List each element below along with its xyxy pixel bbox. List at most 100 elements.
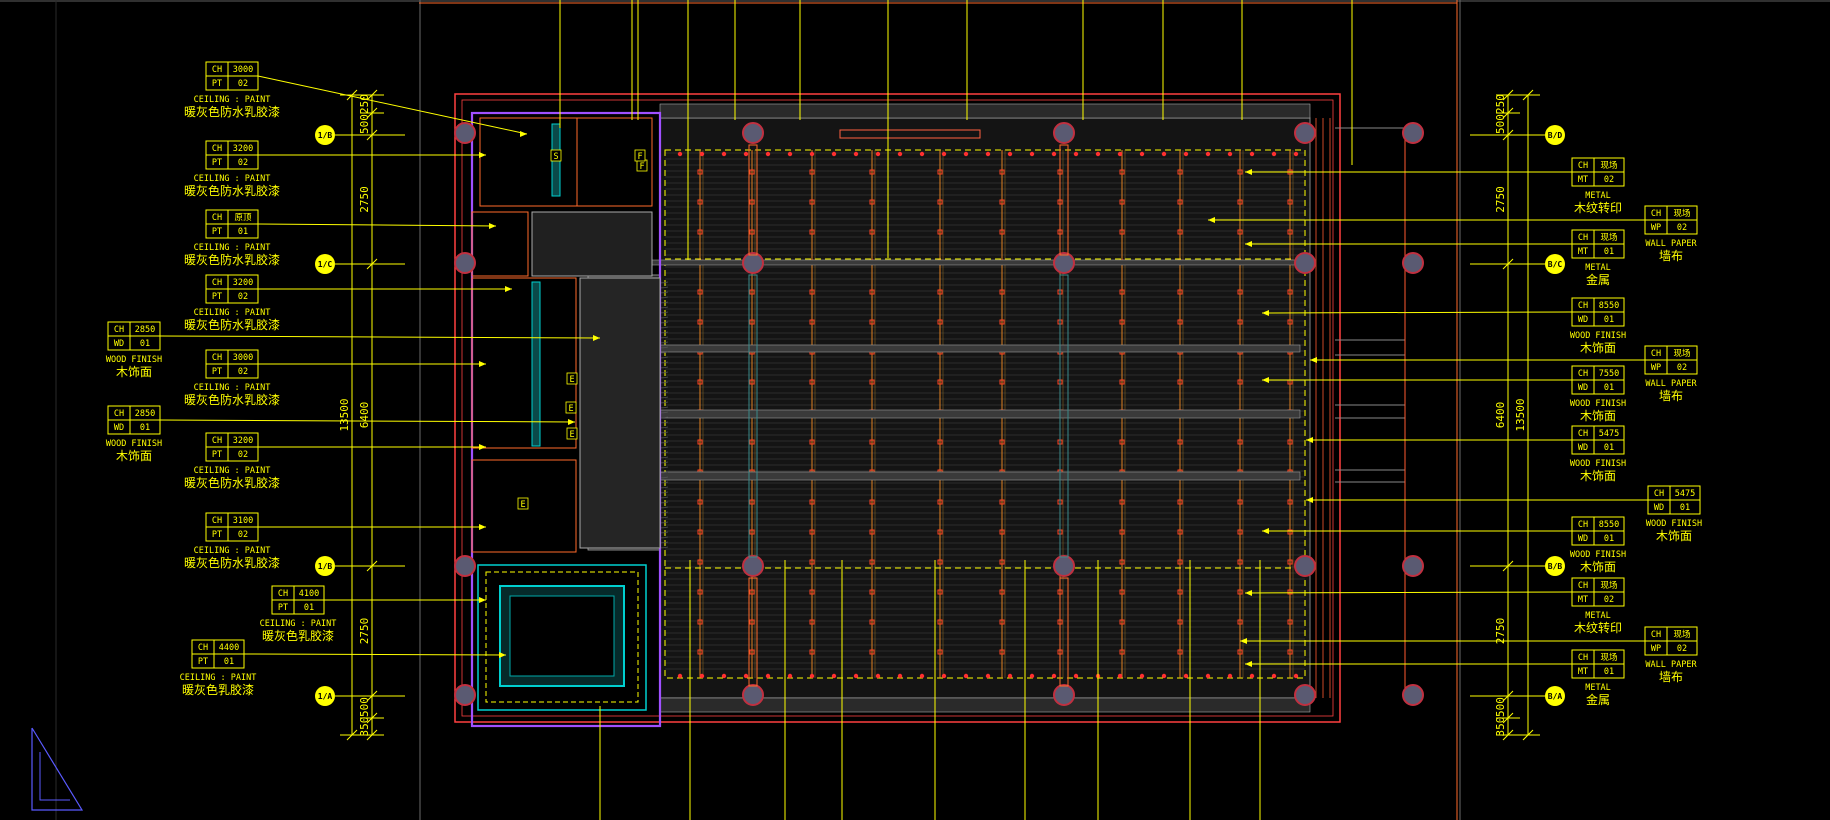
- light-fixture: [999, 289, 1005, 295]
- light-fixture: [937, 169, 943, 175]
- tag-value: 01: [1604, 667, 1614, 677]
- light-fixture: [937, 379, 943, 385]
- tag-arrow: [1310, 357, 1317, 363]
- light-fixture: [809, 439, 815, 445]
- red-marker: [1161, 151, 1167, 157]
- red-marker: [809, 151, 815, 157]
- red-marker: [963, 673, 969, 679]
- tag-value: 3200: [233, 278, 253, 288]
- red-marker: [1007, 151, 1013, 157]
- red-marker: [1117, 673, 1123, 679]
- light-fixture: [869, 379, 875, 385]
- grid-bubble-label: B/B: [1548, 562, 1563, 571]
- tag-material-zh: 暖灰色防水乳胶漆: [184, 555, 280, 570]
- tag-code: PT: [212, 450, 222, 460]
- grid-bubble-icon: [315, 125, 335, 145]
- red-marker: [831, 151, 837, 157]
- red-marker: [1293, 151, 1299, 157]
- tag-value: 01: [140, 339, 150, 349]
- tag-arrow: [593, 335, 600, 341]
- dim-label: 6400: [1494, 402, 1507, 429]
- light-fixture: [1287, 619, 1293, 625]
- tag-code: CH: [1578, 429, 1588, 439]
- tag-value: 3000: [233, 65, 253, 75]
- tag-code: CH: [1578, 233, 1588, 243]
- tag-code: PT: [198, 657, 208, 667]
- room-tag-label: E: [569, 430, 574, 440]
- tag-material-en: METAL: [1585, 191, 1611, 201]
- tag-code: WD: [1578, 315, 1588, 325]
- light-fixture: [697, 229, 703, 235]
- tag-material-zh: 木饰面: [1580, 560, 1616, 574]
- lift-room: [477, 564, 647, 711]
- grid-bubble-left: 1/B: [315, 556, 405, 576]
- light-fixture: [869, 589, 875, 595]
- top-fixture: [839, 129, 981, 139]
- tag-value: 2850: [135, 409, 155, 419]
- tag-value: 现场: [1600, 233, 1617, 243]
- tag-code: CH: [1651, 209, 1661, 219]
- light-fixture: [1287, 589, 1293, 595]
- room-tag: E: [565, 401, 577, 414]
- light-fixture: [697, 649, 703, 655]
- ceiling-beam: [599, 471, 1301, 481]
- column: [1053, 684, 1075, 706]
- light-fixture: [1119, 289, 1125, 295]
- tag-code: WP: [1651, 644, 1661, 654]
- light-fixture: [1237, 379, 1243, 385]
- tag-material-zh: 暖灰色防水乳胶漆: [184, 104, 280, 119]
- tag-material-zh: 木饰面: [1580, 469, 1616, 483]
- dim-label: 500: [1494, 697, 1507, 717]
- tag-material-en: METAL: [1585, 611, 1611, 621]
- ceiling-beam: [599, 409, 1301, 419]
- tag-code: CH: [1654, 489, 1664, 499]
- tag-value: 01: [1604, 443, 1614, 453]
- light-fixture: [1119, 499, 1125, 505]
- room-tag: F: [634, 149, 646, 162]
- light-fixture: [999, 619, 1005, 625]
- room-tag-label: E: [520, 500, 525, 510]
- tag-value: 02: [238, 450, 248, 460]
- tag-arrow: [479, 444, 486, 450]
- light-fixture: [749, 649, 755, 655]
- tag-material-en: WALL PAPER: [1645, 379, 1697, 389]
- light-fixture: [1177, 199, 1183, 205]
- light-fixture: [1177, 169, 1183, 175]
- grid-bubble-right: B/A: [1470, 686, 1565, 706]
- dim-label: 6400: [358, 402, 371, 429]
- red-marker: [875, 673, 881, 679]
- red-marker: [1073, 673, 1079, 679]
- tag-code: WP: [1651, 363, 1661, 373]
- light-fixture: [1177, 289, 1183, 295]
- tag-material-zh: 暖灰色防水乳胶漆: [184, 252, 280, 267]
- grid-bubble-icon: [1545, 556, 1565, 576]
- light-fixture: [999, 229, 1005, 235]
- red-marker: [1139, 151, 1145, 157]
- light-fixture: [937, 229, 943, 235]
- light-fixture: [1177, 619, 1183, 625]
- red-marker: [1007, 673, 1013, 679]
- tag-code: PT: [212, 292, 222, 302]
- light-fixture: [869, 229, 875, 235]
- tag-value: 02: [238, 292, 248, 302]
- light-fixture: [1287, 199, 1293, 205]
- tag-material-zh: 暖灰色乳胶漆: [182, 682, 254, 697]
- column: [1294, 555, 1316, 577]
- light-fixture: [1177, 649, 1183, 655]
- tag-value: 02: [1677, 363, 1687, 373]
- room-tag: S: [550, 149, 562, 162]
- tag-code: PT: [278, 603, 288, 613]
- column: [454, 555, 476, 577]
- tag-code: CH: [114, 409, 124, 419]
- light-fixture: [937, 559, 943, 565]
- light-fixture: [869, 319, 875, 325]
- column: [454, 122, 476, 144]
- grid-bubble-icon: [315, 254, 335, 274]
- grid-bubble-left: 1/B: [315, 125, 405, 145]
- light-fixture: [749, 199, 755, 205]
- red-marker: [787, 673, 793, 679]
